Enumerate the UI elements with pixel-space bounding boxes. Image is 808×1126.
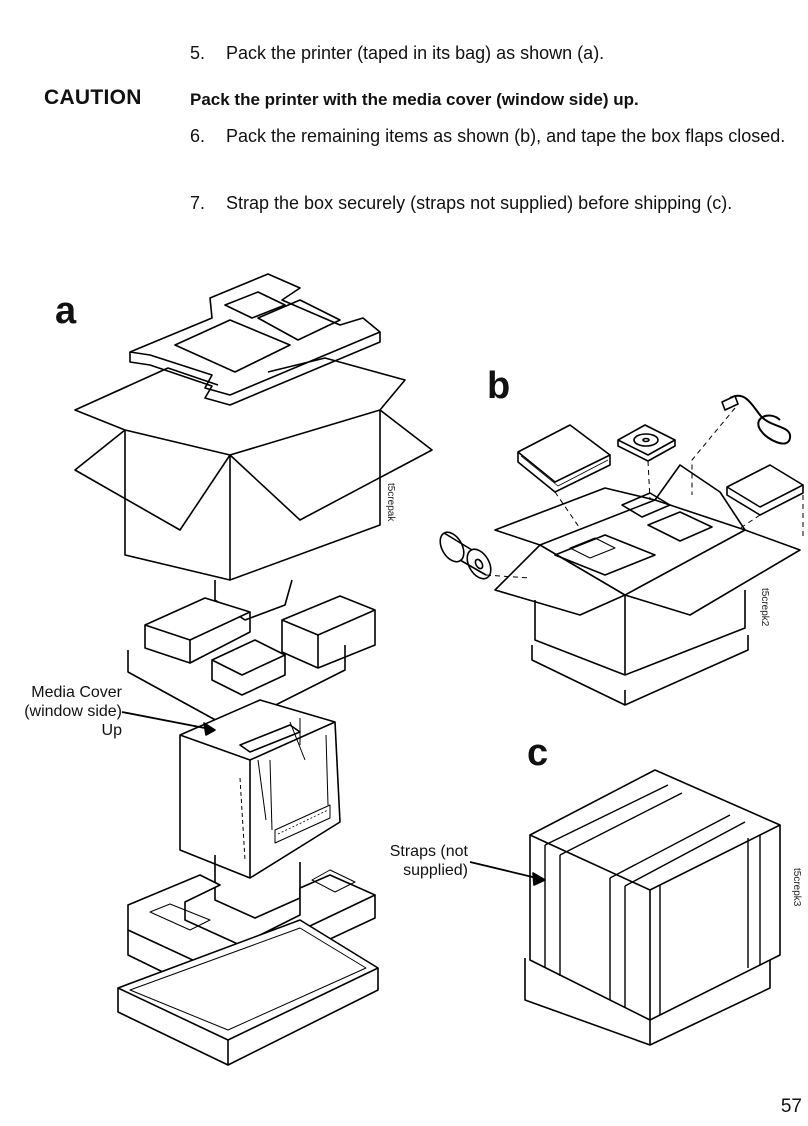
straps-leader-line — [469, 861, 546, 881]
leader-arrowhead — [532, 872, 546, 886]
panel-b-power-cord — [721, 394, 792, 445]
step-5: 5. Pack the printer (taped in its bag) a… — [190, 39, 805, 67]
panel-b-roll — [439, 520, 492, 580]
panel-b-manuals — [517, 424, 611, 493]
callout-line: Up — [101, 722, 122, 739]
step-6: 6. Pack the remaining items as shown (b)… — [190, 122, 805, 150]
panel-label-a: a — [55, 290, 77, 332]
callout-line: (window side) — [24, 703, 122, 720]
panel-b-box-package — [726, 464, 804, 516]
panel-b-open-box — [494, 464, 801, 706]
figure-code-a: t5crepak — [385, 483, 396, 522]
step-text: Strap the box securely (straps not suppl… — [226, 193, 733, 213]
step-text: Pack the printer (taped in its bag) as s… — [226, 43, 605, 63]
figure-code-c: t5crepk3 — [791, 868, 802, 907]
panel-label-c: c — [527, 732, 549, 774]
panel-a-bagged-printer — [179, 699, 341, 879]
page-number: 57 — [780, 1096, 802, 1117]
step-number: 6. — [190, 126, 206, 146]
media-cover-leader-line — [121, 711, 216, 731]
step-number: 7. — [190, 193, 206, 213]
panel-b-cd — [617, 424, 676, 462]
step-text: Pack the remaining items as shown (b), a… — [226, 126, 786, 146]
figure-code-b: t5crepk2 — [759, 588, 770, 627]
panel-c-strapped-box — [524, 769, 781, 1046]
step-7: 7. Strap the box securely (straps not su… — [190, 189, 805, 217]
callout-line: supplied) — [403, 862, 468, 879]
panel-a-top-foam-insert — [129, 273, 381, 406]
step-number: 5. — [190, 43, 206, 63]
callout-line: Media Cover — [31, 684, 122, 701]
panel-a-lower-foam-and-tray — [117, 855, 379, 1066]
media-cover-callout: Media Cover (window side) Up — [4, 683, 122, 740]
caution-text: Pack the printer with the media cover (w… — [190, 90, 639, 109]
panel-label-b: b — [487, 365, 511, 407]
straps-callout: Straps (not supplied) — [360, 842, 468, 880]
panel-a-shipping-box — [74, 357, 433, 581]
leader-arrowhead — [203, 722, 216, 736]
caution-label: CAUTION — [44, 86, 142, 109]
callout-line: Straps (not — [389, 843, 468, 860]
